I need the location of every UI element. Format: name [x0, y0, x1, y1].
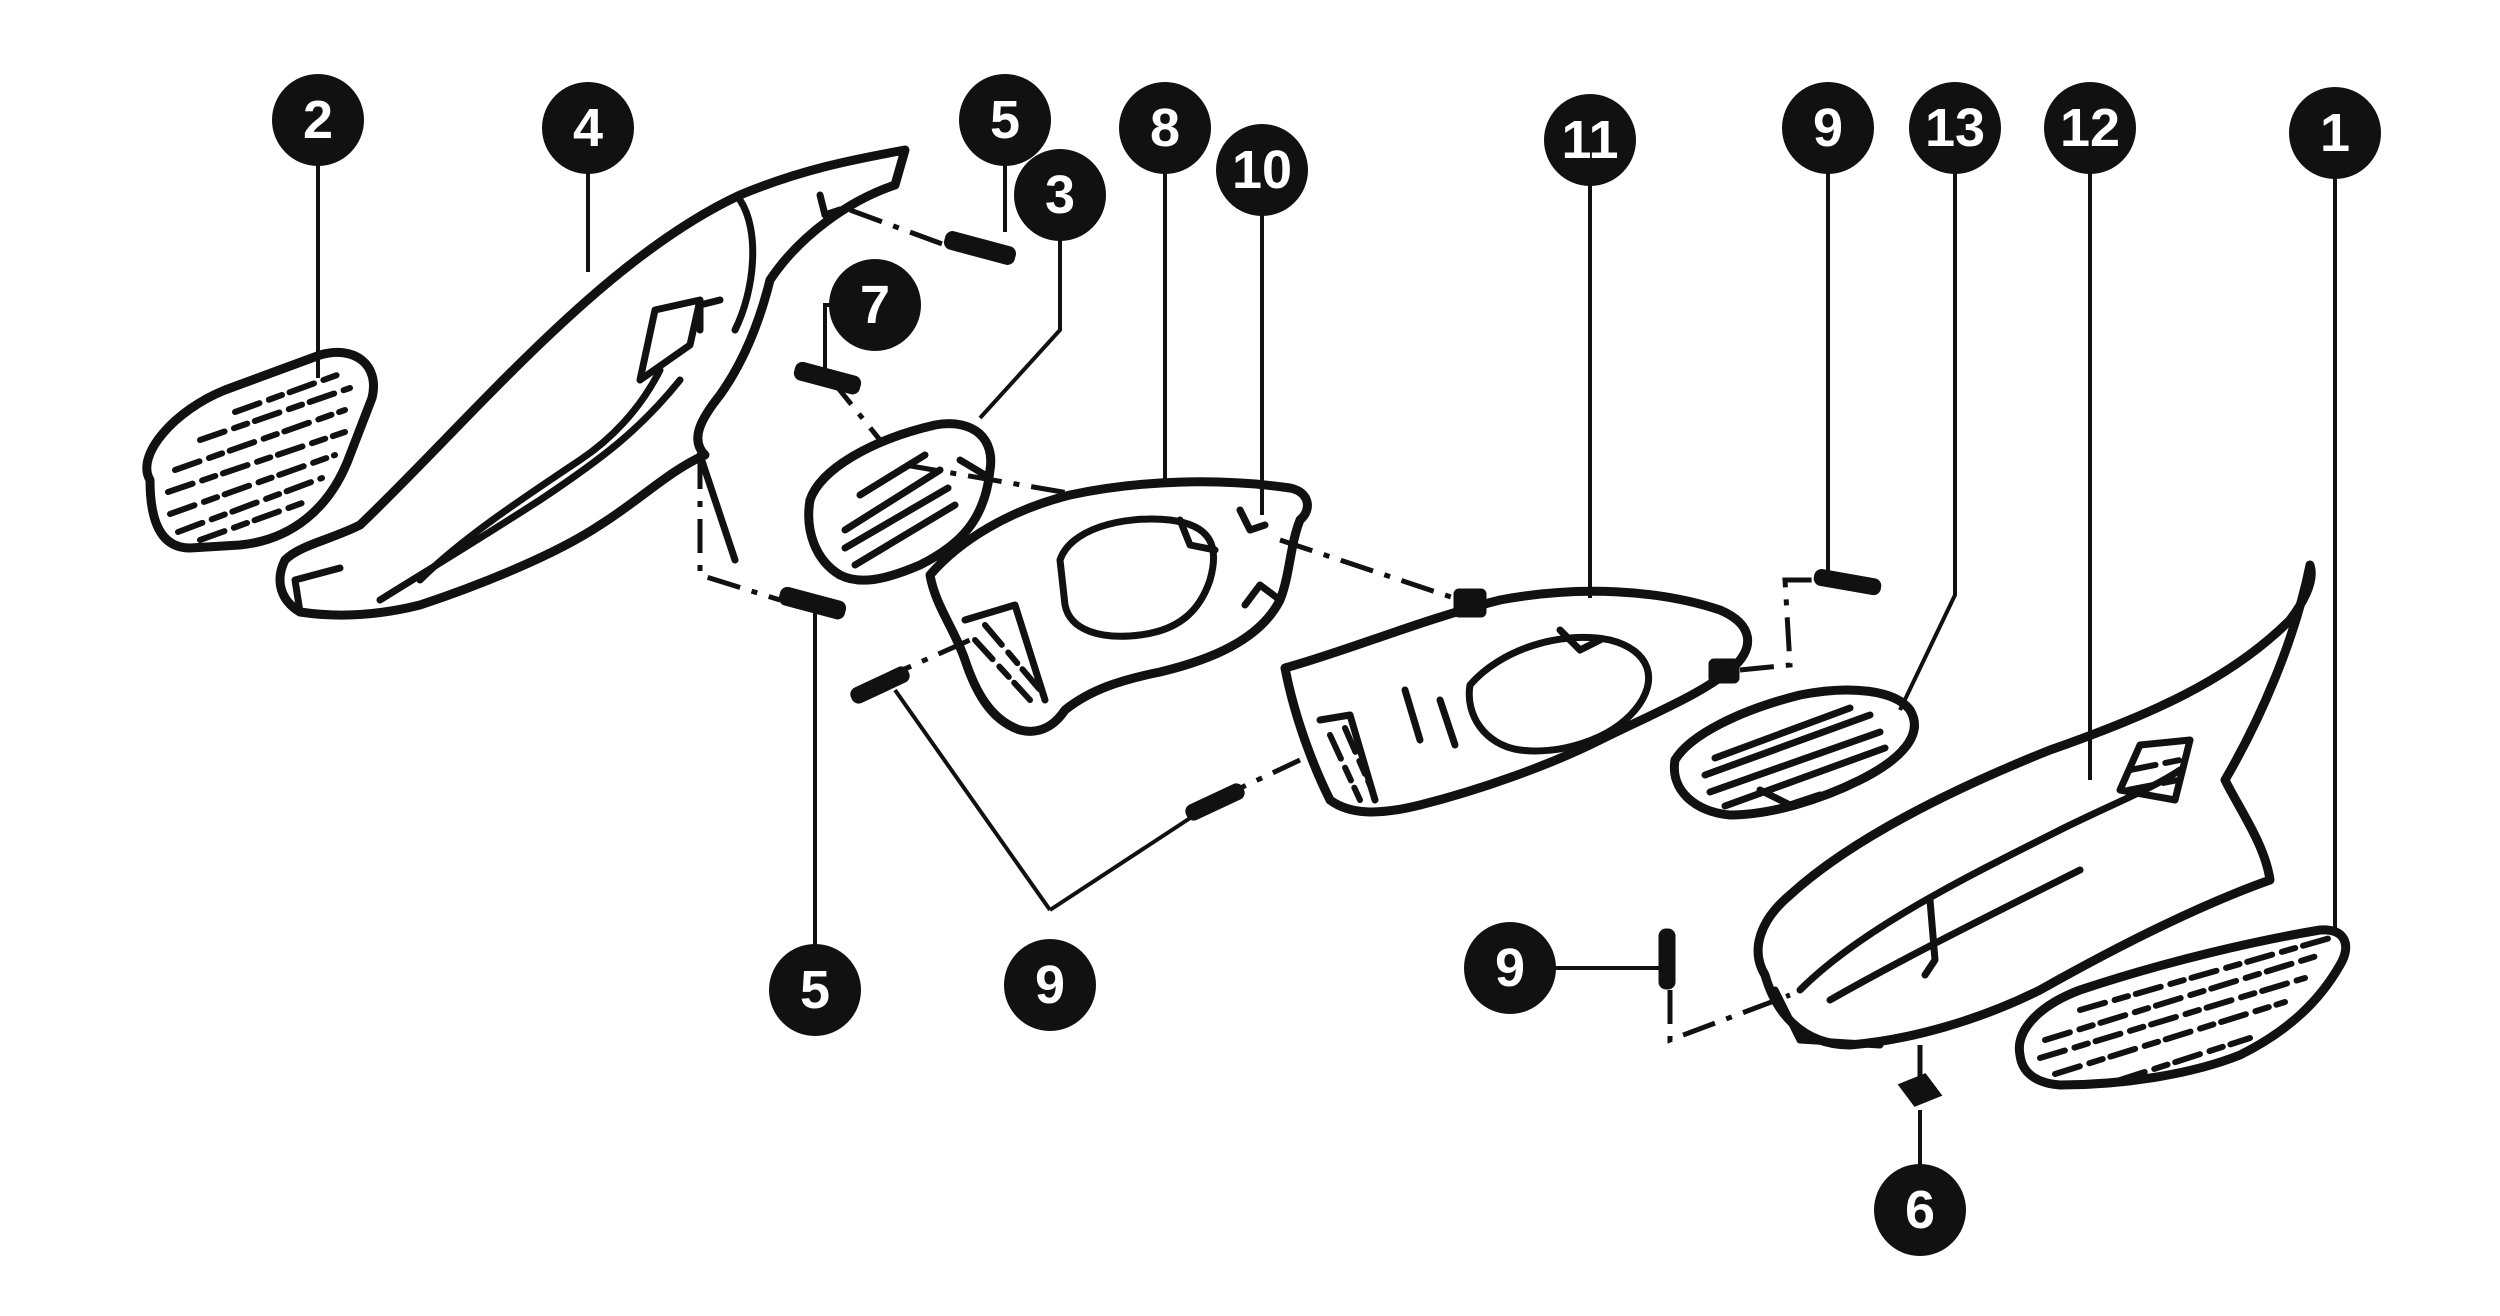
screw-9-left [850, 666, 910, 704]
part-center-right-shell [1280, 586, 1752, 817]
callout-6: 6 [1874, 1164, 1966, 1256]
part-left-floor-mat [142, 347, 378, 553]
callout-10: 10 [1216, 124, 1308, 216]
callout-5-top: 5 [959, 74, 1051, 166]
callout-4: 4 [542, 82, 634, 174]
screw-5-bottom [778, 586, 847, 620]
svg-text:6: 6 [1905, 1180, 1935, 1240]
svg-text:12: 12 [2060, 98, 2120, 158]
svg-text:9: 9 [1035, 955, 1065, 1015]
svg-text:11: 11 [1561, 110, 1618, 170]
part-small-vent-grille [804, 419, 996, 585]
callout-12: 12 [2044, 82, 2136, 174]
callout-3: 3 [1014, 149, 1106, 241]
callout-8: 8 [1119, 82, 1211, 174]
part-center-left-shell [925, 477, 1312, 736]
svg-text:5: 5 [800, 960, 830, 1020]
part-right-floor-mat [2014, 925, 2351, 1090]
screw-5-top [943, 231, 1017, 265]
part-right-vent-grille [1669, 685, 1919, 820]
assembly-lines [697, 207, 1923, 1080]
screw-9-bottom-right [1658, 928, 1676, 990]
svg-text:13: 13 [1925, 98, 1985, 158]
callout-13: 13 [1909, 82, 2001, 174]
svg-text:1: 1 [2320, 103, 2350, 163]
clip-6 [1897, 1073, 1943, 1107]
svg-text:4: 4 [573, 98, 603, 158]
clip-10 [1453, 588, 1487, 618]
fasteners [778, 231, 1943, 1107]
clip-11-left [1708, 658, 1740, 684]
callout-11: 11 [1544, 94, 1636, 186]
svg-text:7: 7 [860, 275, 890, 335]
svg-text:8: 8 [1150, 98, 1180, 158]
callout-9-bottom-right: 9 [1464, 922, 1556, 1014]
callout-2: 2 [272, 74, 364, 166]
svg-text:9: 9 [1495, 938, 1525, 998]
callout-9-bottom-center: 9 [1004, 939, 1096, 1031]
callout-5-bottom: 5 [769, 944, 861, 1036]
svg-text:3: 3 [1045, 165, 1075, 225]
callout-7: 7 [829, 259, 921, 351]
callout-1: 1 [2289, 87, 2381, 179]
svg-text:9: 9 [1813, 98, 1843, 158]
svg-text:2: 2 [303, 90, 333, 150]
callout-9-top: 9 [1782, 82, 1874, 174]
part-left-side-cover [275, 145, 910, 620]
part-right-side-cover [1753, 560, 2316, 1050]
svg-text:5: 5 [990, 90, 1020, 150]
leader-lines [316, 140, 2337, 1165]
screw-9-top-right [1813, 569, 1882, 596]
screw-7 [793, 361, 862, 395]
svg-text:10: 10 [1232, 140, 1292, 200]
